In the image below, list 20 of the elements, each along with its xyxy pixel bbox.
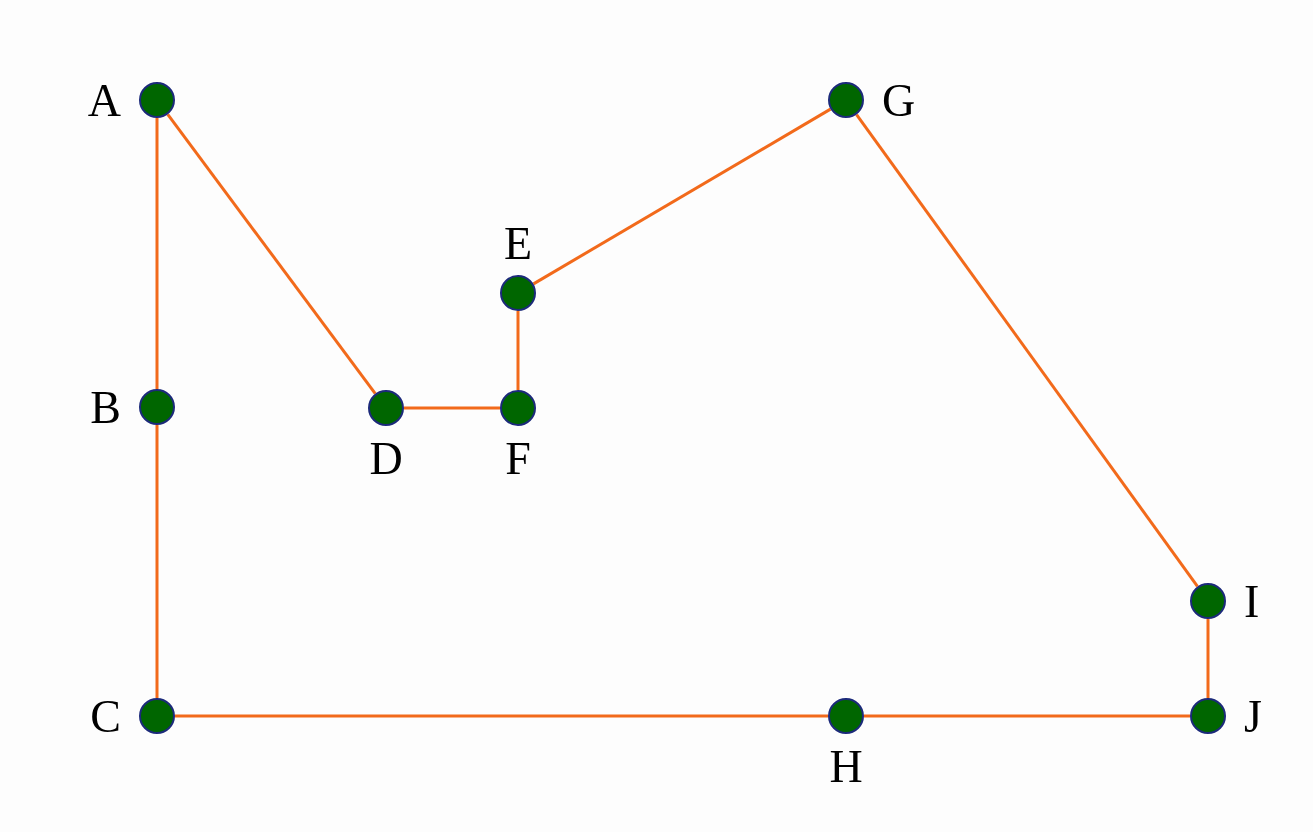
edge-line [166, 113, 377, 395]
edge-line [516, 311, 520, 390]
vertex-label: I [1244, 579, 1260, 625]
vertex-label: J [1244, 694, 1262, 740]
edge-line [532, 107, 832, 286]
vertex-label: E [503, 221, 533, 267]
edge-line [155, 425, 159, 698]
vertex-label: D [369, 436, 403, 482]
vertex-label: F [505, 436, 531, 482]
edge-line [404, 406, 500, 410]
edge-line [855, 113, 1199, 588]
vertex-label: B [90, 385, 121, 431]
edge-line [155, 118, 159, 389]
vertex-label: H [829, 744, 863, 790]
edge-line [864, 714, 1190, 718]
vertex-label: G [882, 78, 916, 124]
edge-line [1206, 619, 1210, 698]
edge-line [175, 714, 828, 718]
vertex-label: C [90, 694, 121, 740]
vertex-label: A [87, 78, 121, 124]
